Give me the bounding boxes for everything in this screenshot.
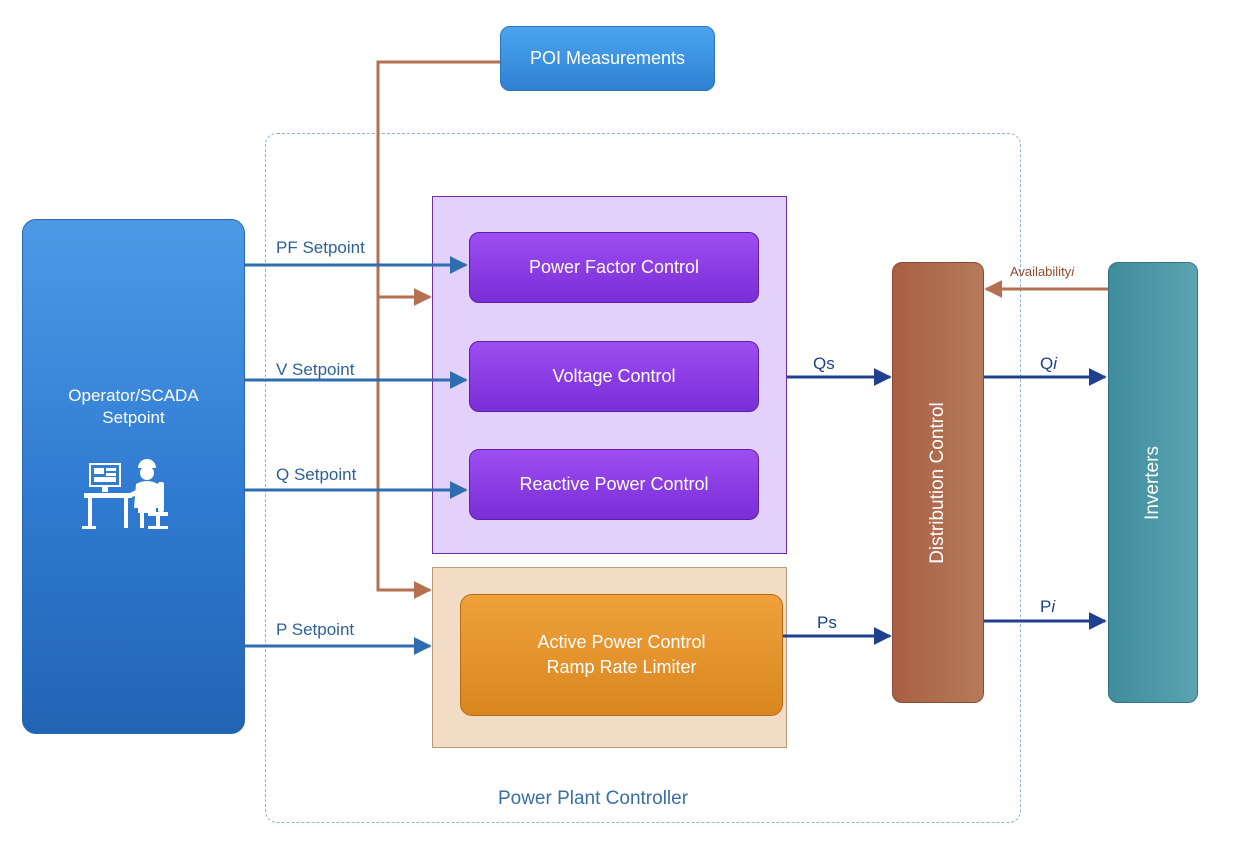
operator-label-line1: Operator/SCADA <box>68 386 199 405</box>
q-setpoint-label: Q Setpoint <box>276 465 357 484</box>
availability-label-base: Availability <box>1010 264 1072 279</box>
qi-label-index: i <box>1053 354 1058 373</box>
operator-scada-label: Operator/SCADA Setpoint <box>22 382 245 432</box>
pi-label: Pi <box>1040 597 1055 617</box>
operator-label-line2: Setpoint <box>102 408 165 427</box>
distribution-control-block <box>892 262 984 703</box>
operator-workstation-icon <box>82 456 172 532</box>
inverters-block <box>1108 262 1198 703</box>
poi-feed-line <box>376 60 500 599</box>
qi-label: Qi <box>1040 354 1057 374</box>
availability-label-index: i <box>1071 264 1075 279</box>
poi-measurements-box: POI Measurements <box>500 26 715 91</box>
active-power-line2: Ramp Rate Limiter <box>546 657 697 677</box>
pi-label-index: i <box>1051 597 1056 616</box>
active-power-line1: Active Power Control <box>537 632 706 652</box>
active-power-control-box: Active Power Control Ramp Rate Limiter <box>460 594 783 716</box>
qi-label-base: Q <box>1040 354 1054 373</box>
pf-setpoint-label: PF Setpoint <box>276 238 365 257</box>
power-plant-controller-frame <box>265 133 1021 823</box>
power-plant-controller-label: Power Plant Controller <box>497 788 689 809</box>
voltage-control-box: Voltage Control <box>469 341 759 412</box>
v-setpoint-label: V Setpoint <box>276 360 355 379</box>
qs-label: Qs <box>813 354 835 373</box>
p-setpoint-label: P Setpoint <box>276 620 355 639</box>
power-factor-control-box: Power Factor Control <box>469 232 759 303</box>
ps-label: Ps <box>817 613 837 632</box>
reactive-power-control-box: Reactive Power Control <box>469 449 759 520</box>
pi-label-base: P <box>1040 597 1052 616</box>
operator-scada-block <box>22 219 245 734</box>
availability-label: Availabilityi <box>1010 264 1074 279</box>
